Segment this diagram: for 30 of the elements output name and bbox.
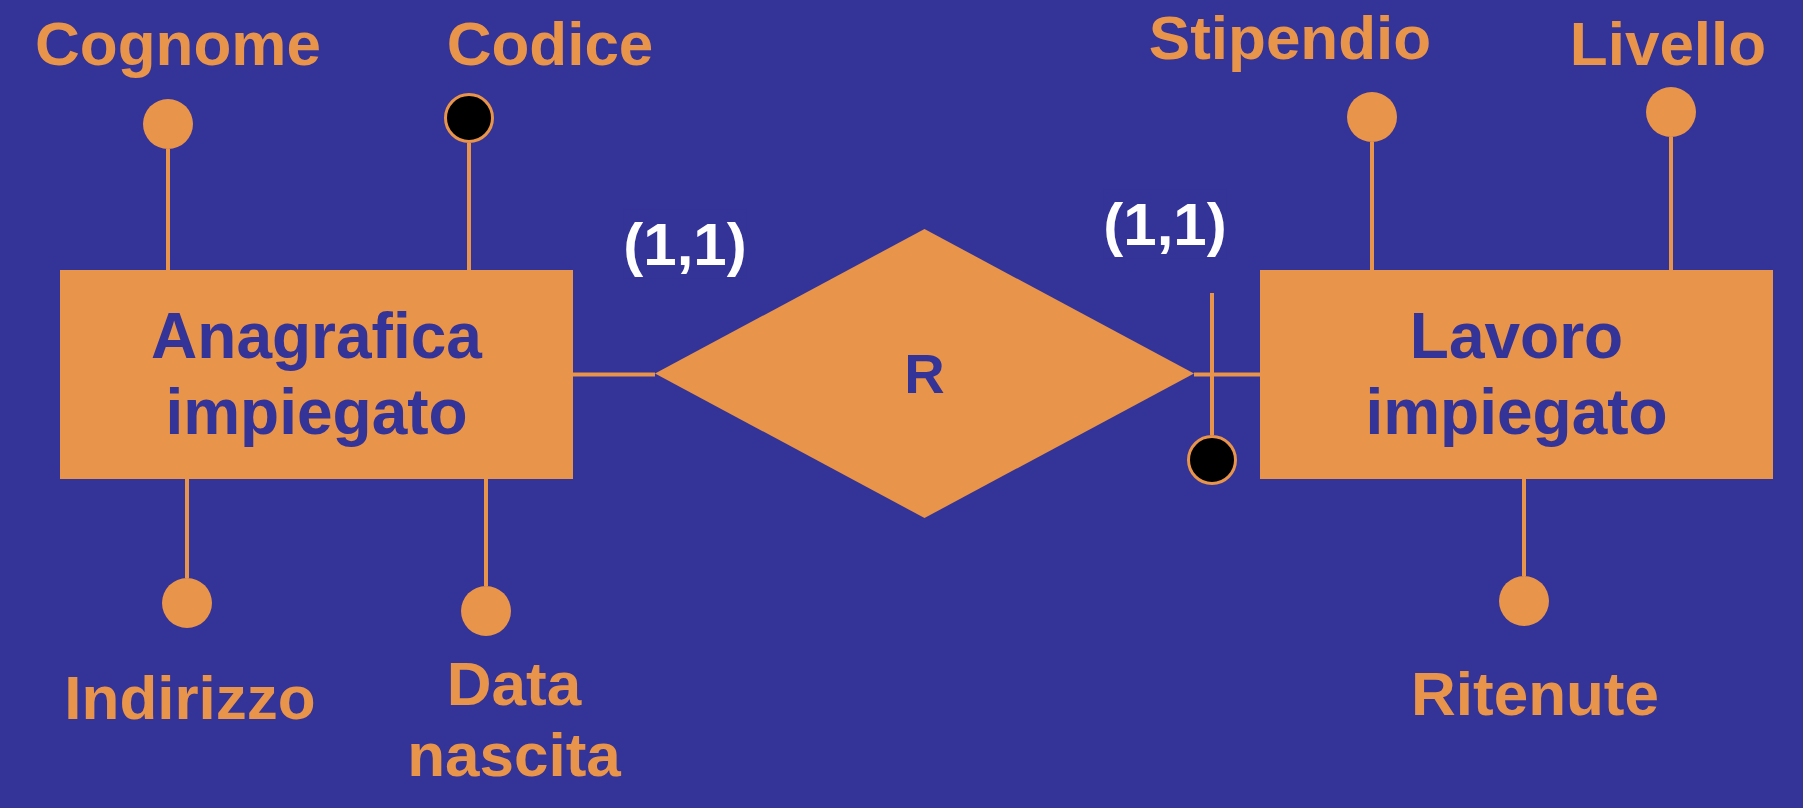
connector-line bbox=[1522, 479, 1526, 576]
attribute-label: Data nascita bbox=[406, 648, 622, 791]
attribute-dot bbox=[162, 578, 212, 628]
attribute-dot bbox=[1499, 576, 1549, 626]
attribute-label: Stipendio bbox=[1147, 2, 1433, 74]
attribute-dot bbox=[461, 586, 511, 636]
attribute-dot bbox=[1347, 92, 1397, 142]
connector-line bbox=[573, 372, 655, 377]
attribute-dot bbox=[1646, 87, 1696, 137]
attribute-label: Ritenute bbox=[1410, 658, 1660, 730]
connector-line bbox=[185, 479, 189, 578]
attribute-label: Cognome bbox=[34, 8, 322, 80]
connector-line bbox=[1194, 372, 1260, 377]
connector-line bbox=[1370, 142, 1374, 270]
connector-line bbox=[467, 143, 471, 270]
connector-line bbox=[166, 149, 170, 270]
entity-label: Anagrafica impiegato bbox=[150, 299, 484, 450]
identifier-dot bbox=[1187, 435, 1237, 485]
connector-line bbox=[1669, 137, 1673, 270]
connector-line bbox=[484, 479, 488, 586]
attribute-label: Indirizzo bbox=[63, 662, 317, 734]
connector-line bbox=[1210, 293, 1214, 435]
attribute-dot bbox=[143, 99, 193, 149]
attribute-label: Livello bbox=[1568, 8, 1768, 80]
attribute-label: Codice bbox=[445, 8, 655, 80]
entity-box bbox=[1260, 270, 1773, 479]
identifier-dot bbox=[444, 93, 494, 143]
entity-label: Lavoro impiegato bbox=[1364, 299, 1669, 450]
entity-box bbox=[60, 270, 573, 479]
relationship-label: R bbox=[904, 341, 945, 406]
